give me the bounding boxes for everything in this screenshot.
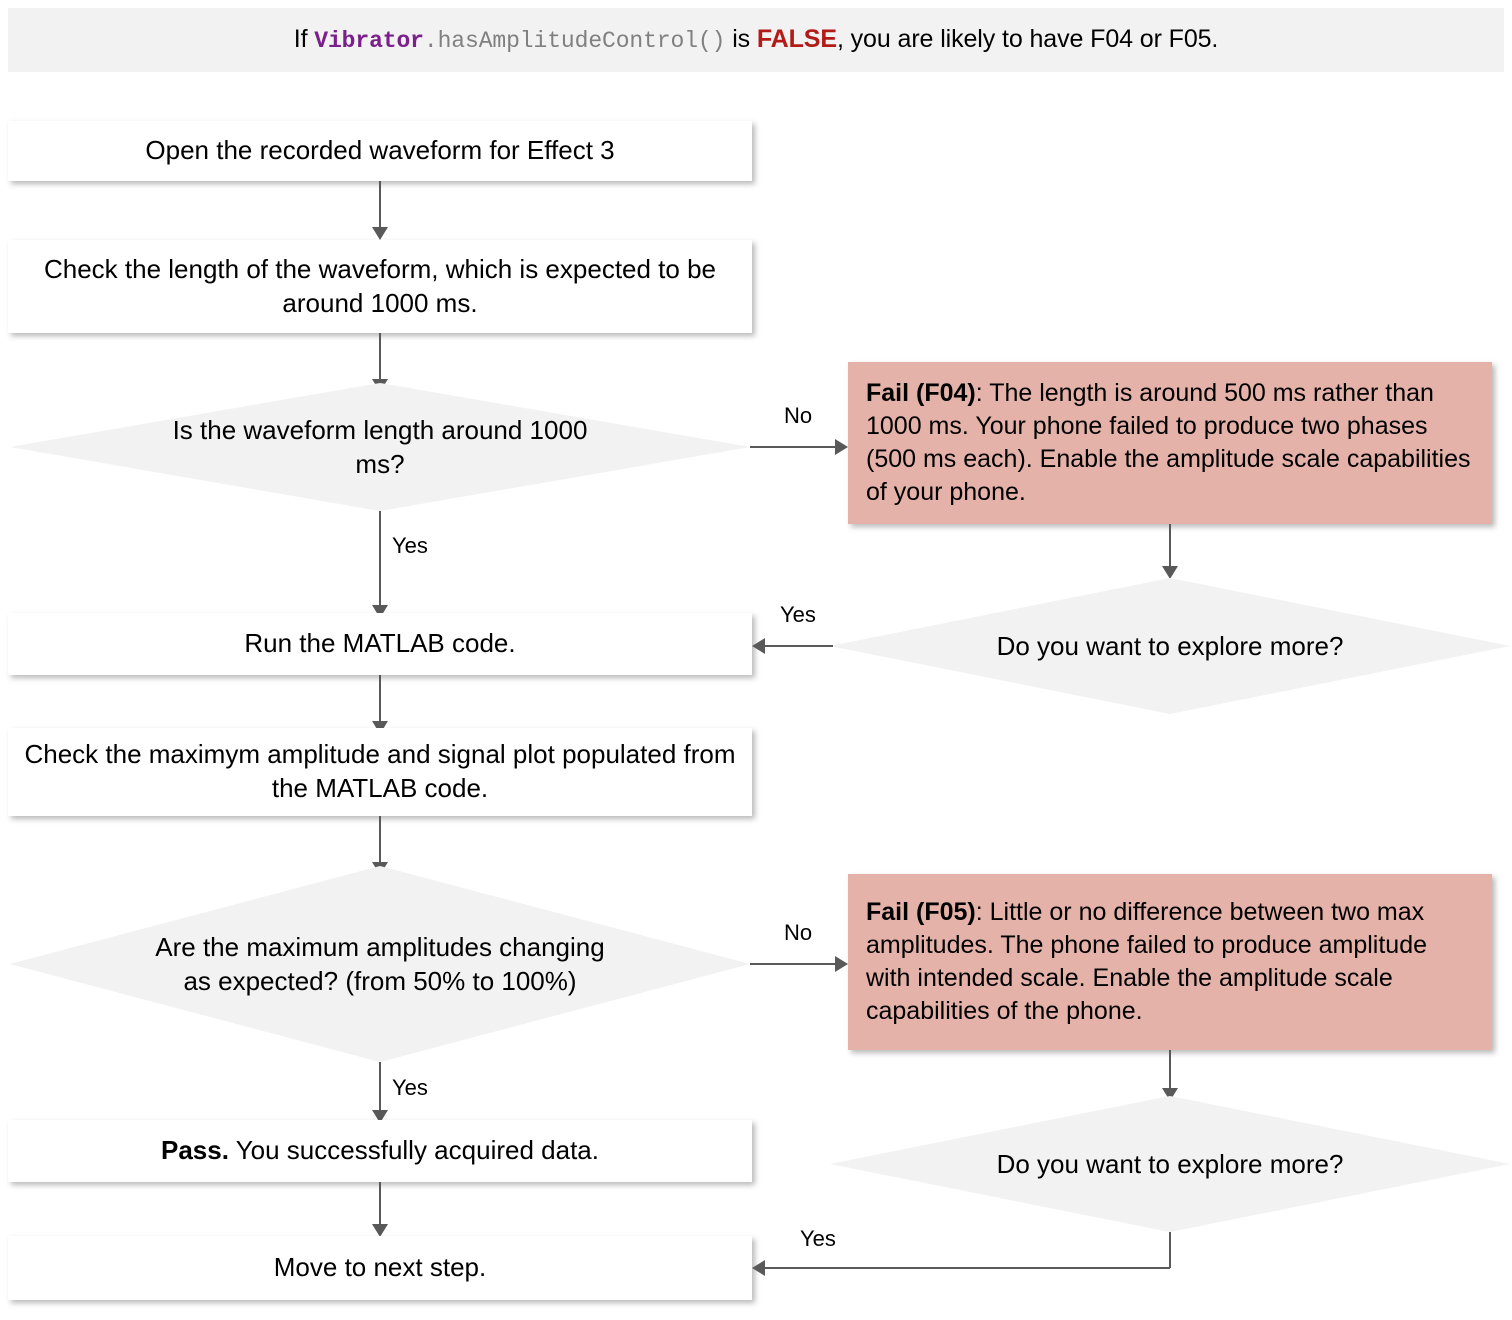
node-open-waveform-label: Open the recorded waveform for Effect 3 — [145, 135, 615, 166]
header-text: If Vibrator.hasAmplitudeControl() is FAL… — [294, 24, 1219, 56]
connector-checklength-to-decision1 — [379, 333, 381, 385]
node-fail-f05-text: : Little or no difference between two ma… — [866, 898, 1428, 1025]
node-explore-more-1-label: Do you want to explore more? — [996, 630, 1344, 661]
arrowhead-decision2-no — [835, 956, 848, 972]
connector-decision2-yes — [379, 1062, 381, 1116]
arrowhead-pass-to-movenext — [372, 1224, 388, 1237]
arrowhead-f04-to-explore1 — [1162, 566, 1178, 579]
node-decision-waveform-length[interactable]: Is the waveform length around 1000 ms? — [10, 383, 750, 511]
connector-pass-to-movenext — [379, 1182, 381, 1230]
connector-checkamp-to-decision2 — [379, 816, 381, 868]
node-explore-more-1[interactable]: Do you want to explore more? — [830, 578, 1510, 714]
connector-f05-to-explore2 — [1169, 1050, 1171, 1094]
node-run-matlab[interactable]: Run the MATLAB code. — [8, 613, 752, 675]
node-open-waveform[interactable]: Open the recorded waveform for Effect 3 — [8, 121, 752, 181]
header-false-keyword: FALSE — [756, 25, 837, 54]
edge-label-decision2-no: No — [784, 920, 813, 945]
edge-label-decision1-no: No — [784, 403, 813, 428]
node-check-amplitude[interactable]: Check the maximym amplitude and signal p… — [8, 728, 752, 816]
node-fail-f04-label: Fail (F04) — [866, 379, 976, 407]
node-decision-max-amplitudes[interactable]: Are the maximum amplitudes changing as e… — [10, 866, 750, 1062]
header-banner: If Vibrator.hasAmplitudeControl() is FAL… — [8, 8, 1504, 72]
connector-explore2-yes-horizontal — [765, 1267, 1170, 1269]
node-explore-more-2[interactable]: Do you want to explore more? — [830, 1096, 1510, 1232]
node-fail-f04[interactable]: Fail (F04): The length is around 500 ms … — [848, 362, 1492, 524]
node-check-amplitude-label: Check the maximym amplitude and signal p… — [24, 739, 736, 803]
node-pass-label: Pass. You successfully acquired data. — [161, 1134, 599, 1168]
node-fail-f04-content: Fail (F04): The length is around 500 ms … — [866, 377, 1474, 509]
connector-decision1-no — [750, 446, 835, 448]
edge-label-decision2-yes: Yes — [392, 1075, 428, 1100]
arrowhead-decision1-no — [835, 439, 848, 455]
node-move-next-step[interactable]: Move to next step. — [8, 1236, 752, 1300]
node-fail-f05-label: Fail (F05) — [866, 898, 976, 926]
edge-label-explore2-yes: Yes — [800, 1226, 836, 1251]
arrowhead-decision2-yes — [372, 1110, 388, 1123]
connector-decision2-no — [750, 963, 835, 965]
node-pass-bold: Pass. — [161, 1135, 229, 1166]
edge-label-decision1-yes: Yes — [392, 533, 428, 558]
header-mid: is — [725, 25, 757, 54]
node-check-length-label: Check the length of the waveform, which … — [43, 253, 717, 318]
node-fail-f04-text: : The length is around 500 ms rather tha… — [866, 379, 1471, 506]
connector-open-to-checklength — [379, 181, 381, 233]
arrowhead-open-to-checklength — [372, 227, 388, 240]
connector-decision1-yes — [379, 511, 381, 611]
node-check-length[interactable]: Check the length of the waveform, which … — [8, 240, 752, 333]
arrowhead-explore2-yes — [752, 1260, 765, 1276]
node-fail-f05[interactable]: Fail (F05): Little or no difference betw… — [848, 874, 1492, 1050]
node-decision-waveform-length-label: Is the waveform length around 1000 ms? — [172, 414, 588, 479]
node-run-matlab-label: Run the MATLAB code. — [244, 628, 516, 659]
header-suffix: , you are likely to have F04 or F05. — [836, 25, 1219, 54]
header-code-method: .hasAmplitudeControl() — [423, 28, 726, 55]
edge-label-explore1-yes: Yes — [780, 602, 816, 627]
header-prefix: If — [293, 25, 315, 54]
node-fail-f05-content: Fail (F05): Little or no difference betw… — [866, 896, 1474, 1028]
arrowhead-explore1-yes — [752, 638, 765, 654]
connector-explore2-yes-vertical — [1169, 1232, 1171, 1268]
node-move-next-step-label: Move to next step. — [273, 1252, 487, 1283]
node-explore-more-2-label: Do you want to explore more? — [996, 1148, 1344, 1179]
connector-explore1-yes — [765, 645, 833, 647]
node-pass-text: You successfully acquired data. — [228, 1135, 599, 1166]
connector-runmatlab-to-checkamp — [379, 675, 381, 727]
connector-f04-to-explore1 — [1169, 524, 1171, 572]
header-code-class: Vibrator — [314, 28, 424, 55]
node-decision-max-amplitudes-label: Are the maximum amplitudes changing as e… — [155, 931, 605, 996]
node-pass[interactable]: Pass. You successfully acquired data. — [8, 1120, 752, 1182]
